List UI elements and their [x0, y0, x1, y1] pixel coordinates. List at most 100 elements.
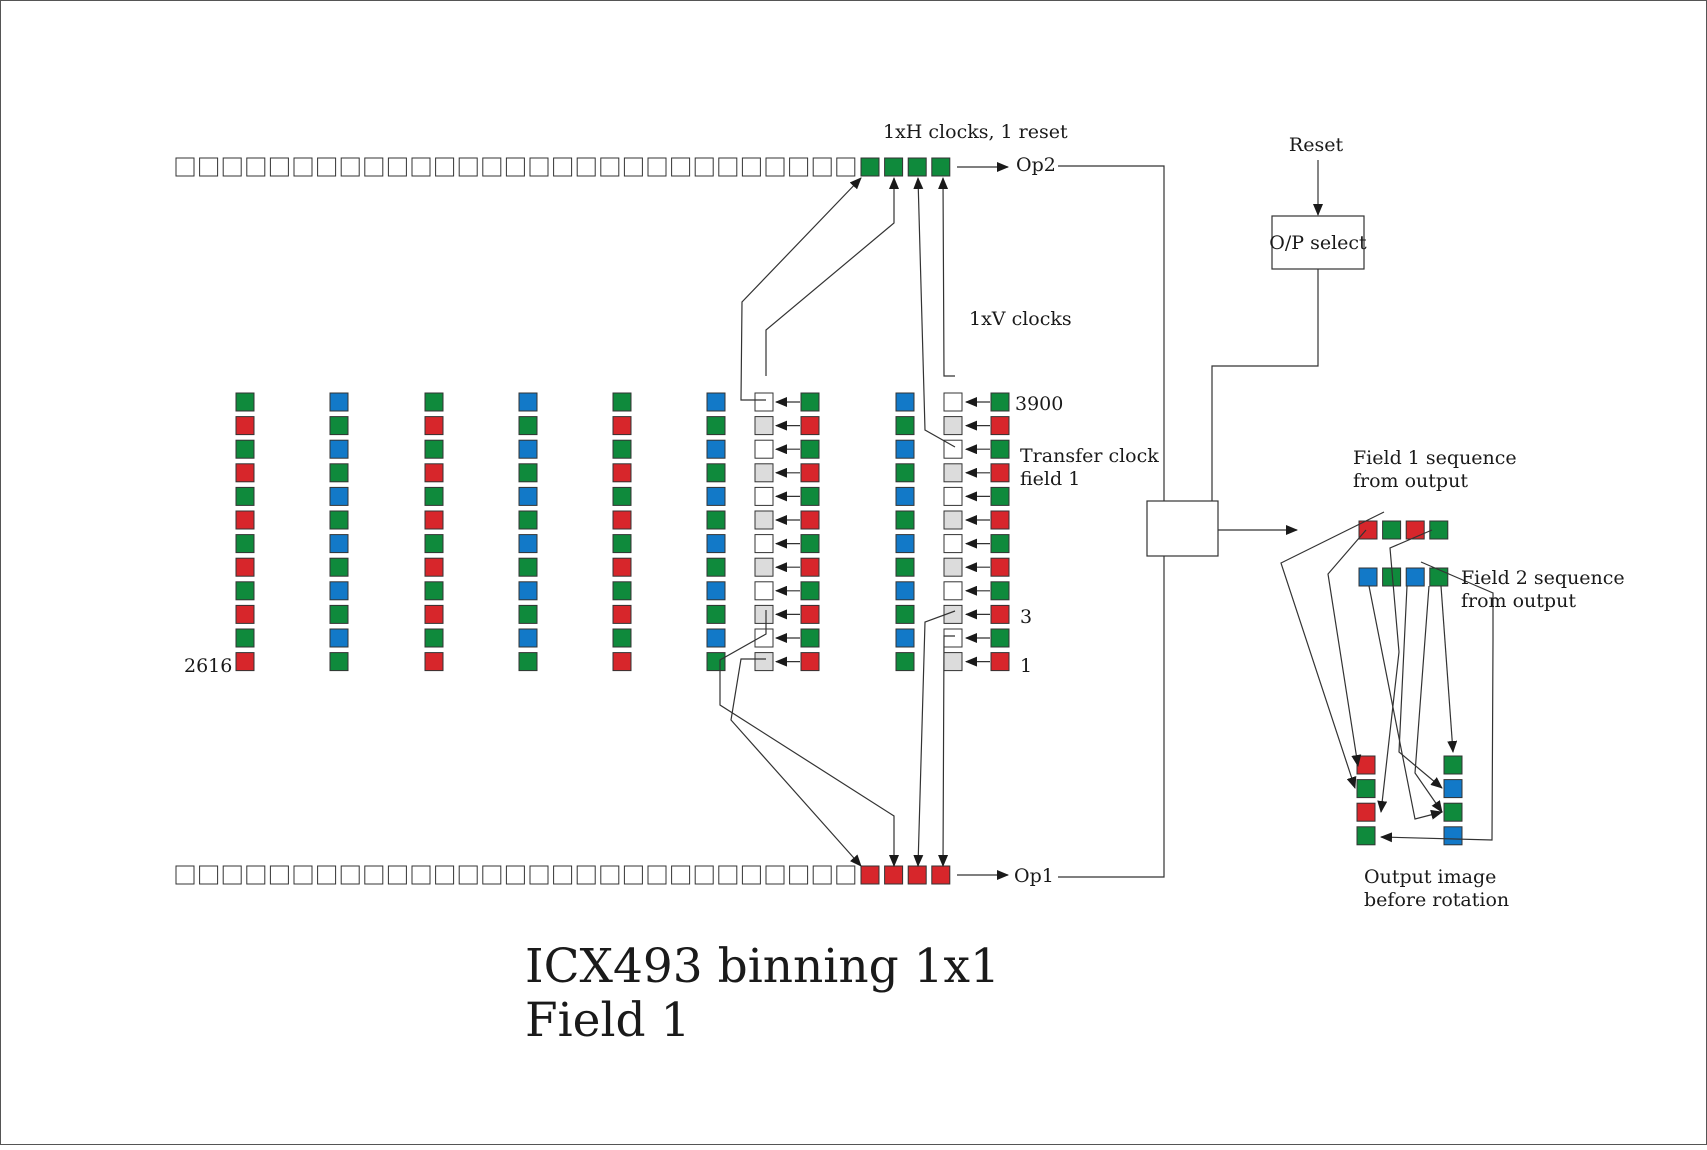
output-image-cell — [1443, 779, 1463, 799]
pixel-cell — [329, 486, 349, 506]
pixel-cell — [518, 392, 538, 412]
register-cell — [671, 865, 691, 885]
pixel-cell — [754, 581, 774, 601]
pixel-cell — [329, 392, 349, 412]
pixel-cell — [895, 652, 915, 672]
pixel-cell — [895, 510, 915, 530]
pixel-cell — [990, 581, 1010, 601]
output-image-cell — [1356, 755, 1376, 775]
register-cell — [576, 865, 596, 885]
pixel-cell — [235, 557, 255, 577]
register-cell — [741, 157, 761, 177]
pixel-cell — [990, 510, 1010, 530]
register-cell — [458, 865, 478, 885]
pixel-cell — [518, 463, 538, 483]
register-cell — [269, 865, 289, 885]
register-cell — [741, 865, 761, 885]
mapping-arrow — [1368, 585, 1443, 820]
pixel-cell — [895, 439, 915, 459]
pixel-cell — [612, 604, 632, 624]
pixel-cell — [706, 463, 726, 483]
pixel-cell — [990, 652, 1010, 672]
register-cell — [836, 157, 856, 177]
pixel-cell — [895, 463, 915, 483]
pixel-cells — [175, 157, 1463, 885]
pixel-cell — [990, 416, 1010, 436]
field1-output-label: from output — [1353, 470, 1468, 492]
diagram-title: ICX493 binning 1x1 — [525, 939, 1000, 994]
op-select-line — [1211, 269, 1319, 501]
pixel-cell — [329, 581, 349, 601]
pixel-cell — [943, 652, 963, 672]
pixel-cell — [706, 534, 726, 554]
field2-sequence-label: Field 2 sequence — [1461, 567, 1625, 589]
pixel-cell — [612, 581, 632, 601]
pixel-cell — [706, 416, 726, 436]
register-output-cell — [884, 865, 904, 885]
pixel-cell — [518, 416, 538, 436]
pixel-cell — [329, 534, 349, 554]
output-image-label: Output image — [1364, 866, 1496, 888]
pixel-cell — [895, 416, 915, 436]
register-cell — [364, 865, 384, 885]
pixel-cell — [518, 652, 538, 672]
pixel-cell — [895, 392, 915, 412]
output-image-cell — [1356, 826, 1376, 846]
field2-output-label: from output — [1461, 590, 1576, 612]
pixel-cell — [990, 439, 1010, 459]
transfer-clock-label: Transfer clock — [1020, 445, 1159, 467]
pixel-cell — [612, 510, 632, 530]
shift-arrow — [938, 177, 955, 377]
pixel-cell — [895, 486, 915, 506]
register-cell — [553, 157, 573, 177]
pixel-cell — [943, 628, 963, 648]
output-amplifier-box — [1146, 500, 1219, 557]
op1-label: Op1 — [1014, 865, 1054, 887]
register-cell — [718, 865, 738, 885]
register-output-cell — [884, 157, 904, 177]
shift-arrow — [938, 635, 955, 867]
pixel-cell — [424, 628, 444, 648]
op-select-label: O/P select — [1269, 232, 1367, 254]
shift-arrow — [740, 177, 862, 401]
pixel-cell — [235, 581, 255, 601]
pixel-cell — [424, 581, 444, 601]
pixel-cell — [235, 604, 255, 624]
register-cell — [458, 157, 478, 177]
pixel-cell — [754, 416, 774, 436]
pixel-cell — [329, 557, 349, 577]
mapping-arrow — [1327, 529, 1367, 767]
pixel-cell — [895, 604, 915, 624]
pixel-cell — [235, 534, 255, 554]
pixel-cell — [424, 486, 444, 506]
v-clocks-label: 1xV clocks — [969, 308, 1072, 330]
pixel-cell — [706, 486, 726, 506]
register-output-cell — [860, 157, 880, 177]
pixel-cell — [800, 604, 820, 624]
register-cell — [199, 865, 219, 885]
pixel-cell — [235, 510, 255, 530]
pixel-cell — [706, 439, 726, 459]
register-cell — [505, 157, 525, 177]
register-cell — [340, 865, 360, 885]
output-image-cell — [1443, 755, 1463, 775]
pixel-cell — [706, 628, 726, 648]
pixel-cell — [329, 652, 349, 672]
pixel-cell — [518, 581, 538, 601]
pixel-cell — [800, 486, 820, 506]
column-count-label: 2616 — [184, 655, 232, 677]
register-cell — [222, 157, 242, 177]
register-cell — [505, 865, 525, 885]
pixel-cell — [424, 463, 444, 483]
output-image-cell — [1443, 802, 1463, 822]
pixel-cell — [706, 510, 726, 530]
pixel-cell — [329, 604, 349, 624]
pixel-cell — [518, 439, 538, 459]
register-cell — [317, 865, 337, 885]
register-output-cell — [907, 157, 927, 177]
pixel-cell — [800, 392, 820, 412]
register-cell — [576, 157, 596, 177]
field1-sequence-cell — [1405, 520, 1425, 540]
pixel-cell — [612, 486, 632, 506]
